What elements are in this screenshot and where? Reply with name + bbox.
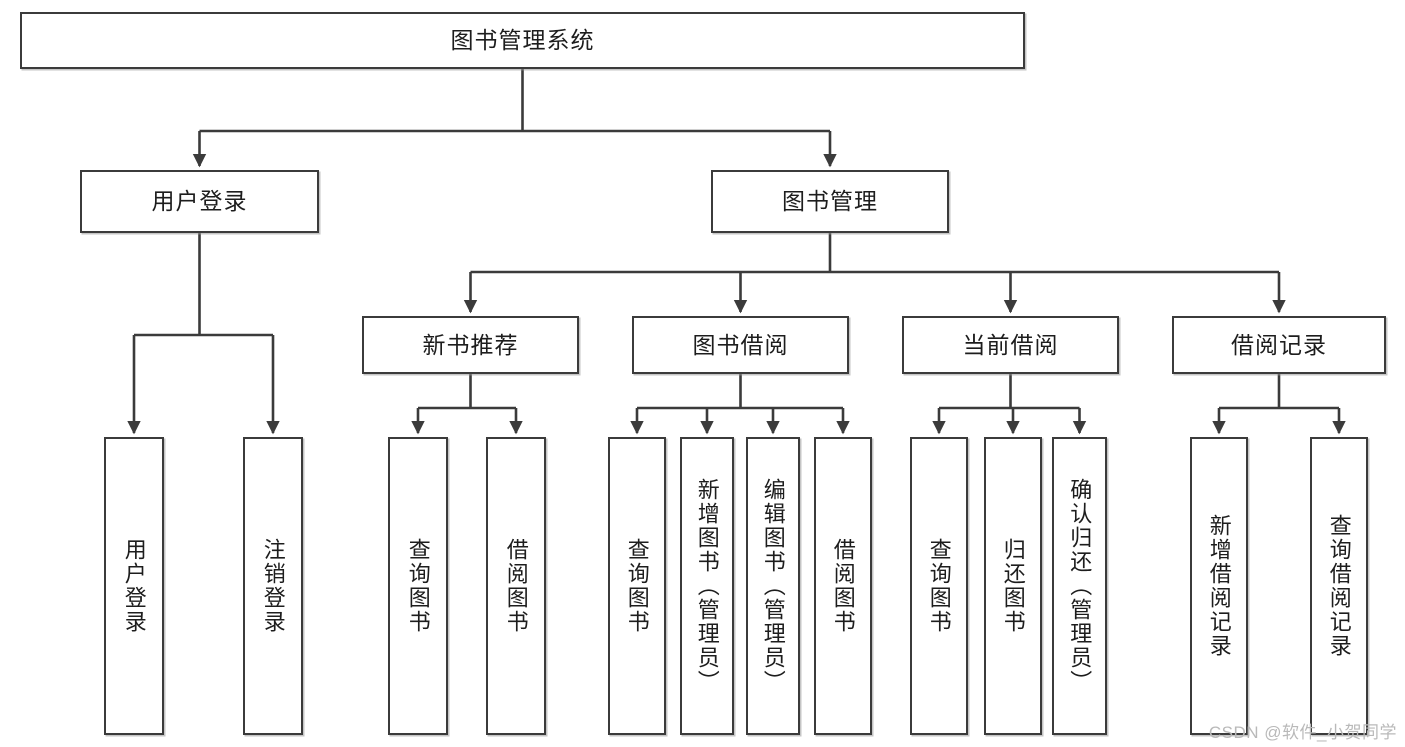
node-book-borrow[interactable]: 图书借阅 [632, 316, 849, 374]
node-label: 确认归还（管理员） [1067, 478, 1093, 694]
leaf-return-book[interactable]: 归还图书 [984, 437, 1042, 735]
leaf-logout[interactable]: 注销登录 [243, 437, 303, 735]
leaf-edit-book-admin[interactable]: 编辑图书（管理员） [746, 437, 800, 735]
node-label: 查询图书 [926, 538, 952, 634]
csdn-watermark: CSDN @软件_小贺同学 [1208, 723, 1397, 742]
node-root-book-management-system[interactable]: 图书管理系统 [20, 12, 1025, 69]
node-label: 查询借阅记录 [1326, 514, 1352, 658]
node-label: 注销登录 [260, 538, 286, 634]
node-label: 新增借阅记录 [1206, 514, 1232, 658]
node-new-book-recommendation[interactable]: 新书推荐 [362, 316, 579, 374]
node-label: 借阅记录 [1231, 331, 1327, 358]
node-label: 用户登录 [151, 188, 248, 215]
leaf-add-book-admin[interactable]: 新增图书（管理员） [680, 437, 734, 735]
node-label: 借阅图书 [503, 538, 529, 634]
node-label: 查询图书 [405, 538, 431, 634]
node-label: 图书管理系统 [450, 27, 595, 54]
leaf-borrow-book[interactable]: 借阅图书 [814, 437, 872, 735]
node-current-borrow[interactable]: 当前借阅 [902, 316, 1119, 374]
node-label: 新书推荐 [422, 331, 519, 358]
node-label: 用户登录 [121, 538, 147, 634]
leaf-confirm-return-admin[interactable]: 确认归还（管理员） [1052, 437, 1107, 735]
leaf-query-book-borrow[interactable]: 查询图书 [608, 437, 666, 735]
node-borrow-record[interactable]: 借阅记录 [1172, 316, 1386, 374]
leaf-user-login[interactable]: 用户登录 [104, 437, 164, 735]
leaf-query-borrow-record[interactable]: 查询借阅记录 [1310, 437, 1368, 735]
leaf-add-borrow-record[interactable]: 新增借阅记录 [1190, 437, 1248, 735]
leaf-query-book-current[interactable]: 查询图书 [910, 437, 968, 735]
node-book-management[interactable]: 图书管理 [711, 170, 949, 233]
leaf-borrow-book-newbook[interactable]: 借阅图书 [486, 437, 546, 735]
node-user-login[interactable]: 用户登录 [80, 170, 319, 233]
node-label: 归还图书 [1000, 538, 1026, 634]
node-label: 编辑图书（管理员） [760, 478, 786, 694]
node-label: 图书借阅 [692, 331, 789, 358]
node-label: 新增图书（管理员） [694, 478, 720, 694]
node-label: 借阅图书 [830, 538, 856, 634]
node-label: 查询图书 [624, 538, 650, 634]
node-label: 当前借阅 [962, 331, 1059, 358]
node-label: 图书管理 [782, 188, 878, 215]
leaf-query-book-newbook[interactable]: 查询图书 [388, 437, 448, 735]
